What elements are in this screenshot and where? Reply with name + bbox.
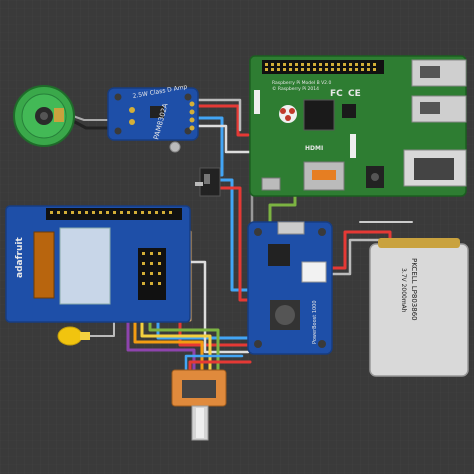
wire-led xyxy=(89,317,115,337)
potentiometer xyxy=(171,369,227,441)
pi-fc-mark: FC xyxy=(330,89,343,99)
display-brand-text: adafruit xyxy=(15,237,25,278)
speaker xyxy=(13,85,75,147)
wire-pot-blue xyxy=(184,354,244,374)
raspberry-logo-icon xyxy=(279,105,297,123)
lipo-battery: PKCELL LP803860 3.7V 2000mAh xyxy=(369,238,469,377)
wire-switch-red-down xyxy=(212,186,252,302)
wire-amp-red-top xyxy=(193,104,250,137)
battery-line2: 3.7V 2000mAh xyxy=(400,268,407,313)
powerboost-board: PowerBoost 1000 xyxy=(247,221,333,355)
amp-board: 2.5W Class D Amp PAM8302A xyxy=(107,83,199,153)
pi-hdmi-label: HDMI xyxy=(305,145,323,152)
slide-switch xyxy=(195,167,221,197)
wire-amp-white xyxy=(194,124,254,154)
powerboost-label: PowerBoost 1000 xyxy=(312,300,318,344)
wire-pot-red xyxy=(188,360,252,374)
display-board: adafruit xyxy=(5,205,191,323)
raspberry-pi-board: Raspberry Pi Model B V2.0 © Raspberry Pi… xyxy=(249,55,467,197)
wire-amp-gray-top xyxy=(193,98,242,132)
pi-ce-mark: CE xyxy=(348,89,361,99)
pi-model-line2: © Raspberry Pi 2014 xyxy=(272,85,319,92)
battery-line1: PKCELL LP803860 xyxy=(410,258,418,321)
pi-model-line1: Raspberry Pi Model B V2.0 xyxy=(272,80,331,86)
led xyxy=(57,326,90,346)
